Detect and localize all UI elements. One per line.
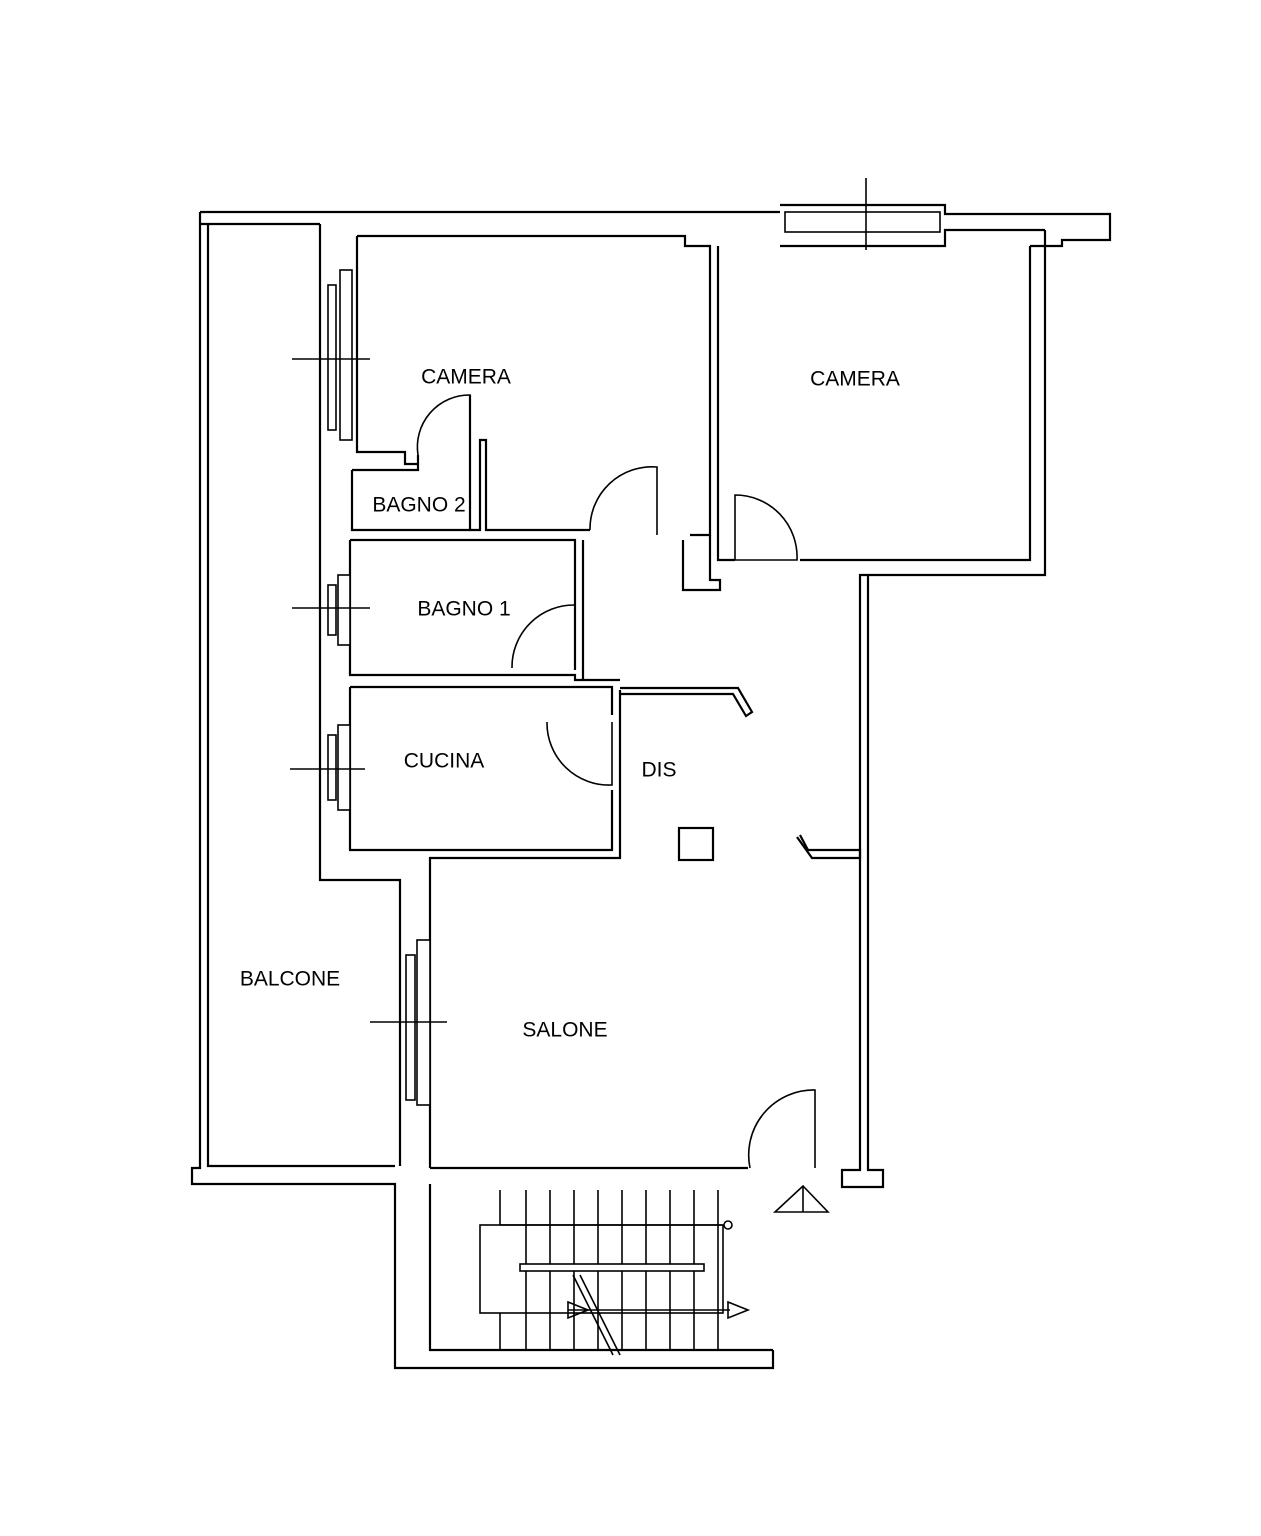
label-cucina: CUCINA [404,750,485,773]
windows [290,178,941,1106]
entrance-marker-icon [772,1184,830,1213]
label-bagno-2: BAGNO 2 [372,494,465,517]
outer-walls [190,203,1112,1370]
staircase [479,1190,751,1356]
label-dis: DIS [641,759,676,782]
interior-walls [348,234,862,1168]
label-camera-1: CAMERA [421,366,511,389]
label-salone: SALONE [522,1019,607,1042]
doors [416,394,816,1169]
label-balcone: BALCONE [240,968,340,991]
label-bagno-1: BAGNO 1 [417,598,510,621]
label-camera-2: CAMERA [810,368,900,391]
room-labels: CAMERA CAMERA BAGNO 2 BAGNO 1 CUCINA DIS… [240,366,900,1042]
